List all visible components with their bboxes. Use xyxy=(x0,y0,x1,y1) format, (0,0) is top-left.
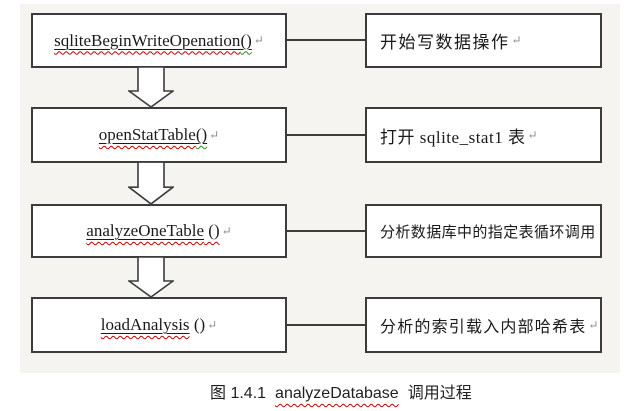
down-arrow-icon xyxy=(128,257,174,298)
flow-box-analyzeOneTable: analyzeOneTable () ↵ xyxy=(31,204,287,258)
return-mark-icon: ↵ xyxy=(253,33,264,47)
caption-keyword: analyzeDatabase xyxy=(275,385,399,402)
connector-line xyxy=(287,324,365,326)
desc-box-analyze-one-table: 分析数据库中的指定表循环调用 xyxy=(365,204,602,258)
figure-caption: 图 1.4.1 analyzeDatabase 调用过程 xyxy=(210,379,472,403)
down-arrow-icon xyxy=(128,67,174,108)
function-parens: () xyxy=(240,30,252,50)
return-mark-icon: ↵ xyxy=(221,223,232,238)
caption-suffix: 调用过程 xyxy=(407,385,472,402)
function-name: loadAnalysis xyxy=(100,315,190,334)
function-name-underlined: loadAnalysis xyxy=(101,315,190,335)
return-mark-icon: ↵ xyxy=(527,127,539,142)
connector-line xyxy=(287,39,365,41)
return-mark-icon: ↵ xyxy=(209,127,220,142)
desc-text: 打开 sqlite_stat1 表 xyxy=(380,127,526,147)
connector-line xyxy=(287,134,365,136)
figure-label: 图 1.4.1 xyxy=(210,385,267,402)
flow-box-sqliteBeginWriteOpenation: sqliteBeginWriteOpenation() ↵ xyxy=(31,13,287,68)
return-mark-icon: ↵ xyxy=(588,317,600,332)
connector-line xyxy=(287,230,365,232)
function-parens: () xyxy=(189,315,206,334)
flow-box-loadAnalysis: loadAnalysis () ↵ xyxy=(31,297,287,353)
function-name: analyzeOneTable xyxy=(86,221,205,240)
function-parens: () xyxy=(204,221,220,240)
return-mark-icon: ↵ xyxy=(207,317,218,332)
desc-box-load-analysis: 分析的索引载入内部哈希表 ↵ xyxy=(365,297,602,353)
desc-box-begin-write: 开始写数据操作 ↵ xyxy=(365,13,602,68)
function-name-underlined: analyzeOneTable xyxy=(86,221,204,241)
desc-text: 分析的索引载入内部哈希表 xyxy=(380,319,587,336)
function-name: openStatTable xyxy=(98,125,196,144)
down-arrow-icon xyxy=(128,162,174,205)
desc-text: 分析数据库中的指定表循环调用 xyxy=(380,224,596,241)
desc-text: 开始写数据操作 xyxy=(380,33,510,52)
desc-box-open-stat-table: 打开 sqlite_stat1 表 ↵ xyxy=(365,107,602,163)
function-name-underlined: sqliteBeginWriteOpenation() xyxy=(54,31,252,51)
function-name-underlined: openStatTable() xyxy=(99,125,207,145)
flow-box-openStatTable: openStatTable() ↵ xyxy=(31,107,287,163)
return-mark-icon: ↵ xyxy=(511,33,524,47)
function-parens: () xyxy=(195,125,208,144)
function-name: sqliteBeginWriteOpenation xyxy=(54,30,241,50)
